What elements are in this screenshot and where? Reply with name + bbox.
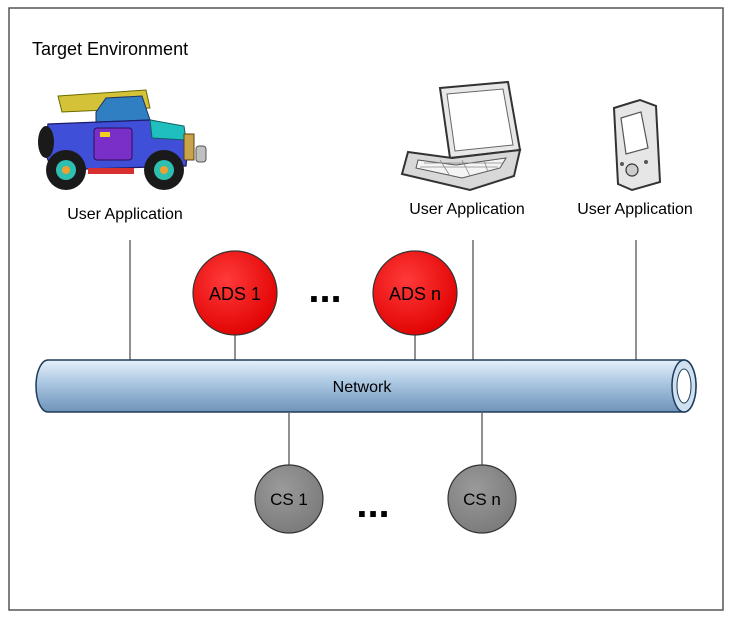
cs-ellipsis: ... (356, 482, 389, 526)
laptop-icon (400, 80, 522, 192)
ads-node-n: ADS n (372, 250, 458, 336)
app-label-pda: User Application (577, 201, 693, 218)
cs-node-n-label: CS n (463, 490, 501, 509)
jeep-icon (38, 89, 207, 190)
cs-node-n: CS n (447, 464, 517, 534)
ads-node-1-label: ADS 1 (209, 284, 261, 304)
cs-node-1: CS 1 (254, 464, 324, 534)
ads-node-1: ADS 1 (192, 250, 278, 336)
cs-node-1-label: CS 1 (270, 490, 308, 509)
network-pipe: Network (35, 359, 697, 413)
ads-node-n-label: ADS n (389, 284, 441, 304)
ads-ellipsis: ... (308, 267, 341, 311)
network-label: Network (333, 379, 393, 396)
diagram-title: Target Environment (32, 39, 188, 59)
pda-icon (612, 98, 662, 192)
app-label-jeep: User Application (67, 206, 183, 223)
app-label-laptop: User Application (409, 201, 525, 218)
